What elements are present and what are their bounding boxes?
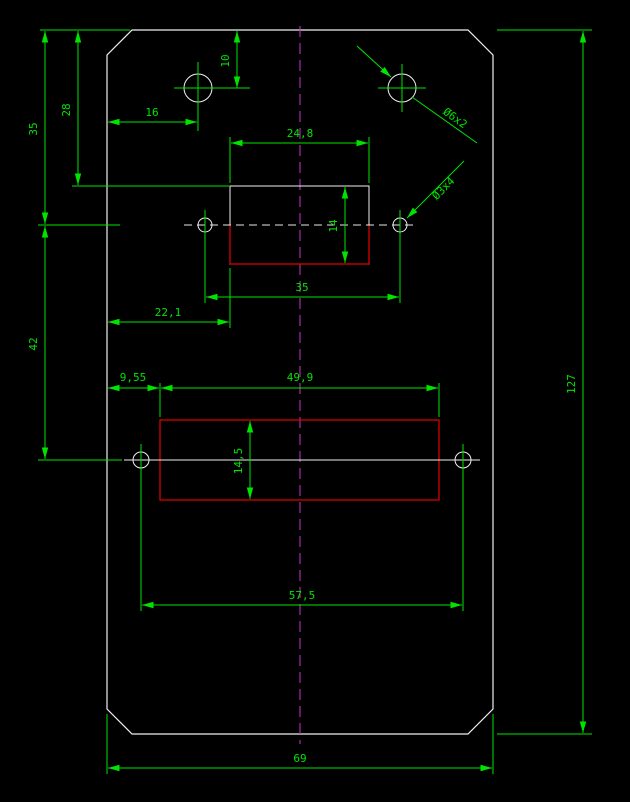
dimension-text: 35 [295,281,308,294]
dimension-text: 69 [293,752,306,765]
dimension-text: 24,8 [287,127,314,140]
leader-line [406,160,465,219]
dimension-text: 14,5 [232,448,245,475]
part-outline [106,29,494,735]
dimension-text: 10 [219,54,232,67]
dim-total-width: 69 [108,752,492,772]
dim-top-to-slot: 28 [60,31,82,185]
dim-slot-height: 14 [327,187,349,263]
callout-mid-holes: Ø3x4 [406,160,465,219]
dim-total-height: 127 [565,31,587,733]
dimension-text: 22,1 [155,306,182,319]
dimension-text: 9,55 [120,371,147,384]
callout-top-circles: Ø6x2 [356,45,478,144]
dimension-text: 35 [27,122,40,135]
dimension-text: 42 [27,337,40,350]
leader-line [411,96,478,144]
callout-text: Ø3x4 [430,174,458,202]
dimension-text: 14 [327,219,340,233]
dimension-text: 16 [145,106,158,119]
dim-lower-hole-spacing: 57,5 [142,589,462,609]
dim-hole-rows-spacing: 42 [27,226,49,459]
leader-line [356,45,392,78]
dim-edge-to-pocket: 9,55 [108,371,159,392]
dim-slot-width: 24,8 [231,127,368,147]
dim-top-to-hole-row: 35 [27,31,49,224]
dim-edge-to-slot: 22,1 [108,306,229,326]
dim-hole-spacing: 35 [206,281,399,301]
dimension-text: 28 [60,103,73,116]
dim-edge-to-circle: 16 [108,106,197,126]
dimension-text: 127 [565,374,578,394]
upper-slot-red-edges [229,225,370,265]
dimension-text: 49,9 [287,371,314,384]
dim-pocket-height: 14,5 [232,421,254,499]
dim-top-hole-offset: 10 [219,31,241,88]
extension-lines [38,29,592,774]
dimension-text: 57,5 [289,589,316,602]
dim-pocket-width: 49,9 [161,371,438,392]
